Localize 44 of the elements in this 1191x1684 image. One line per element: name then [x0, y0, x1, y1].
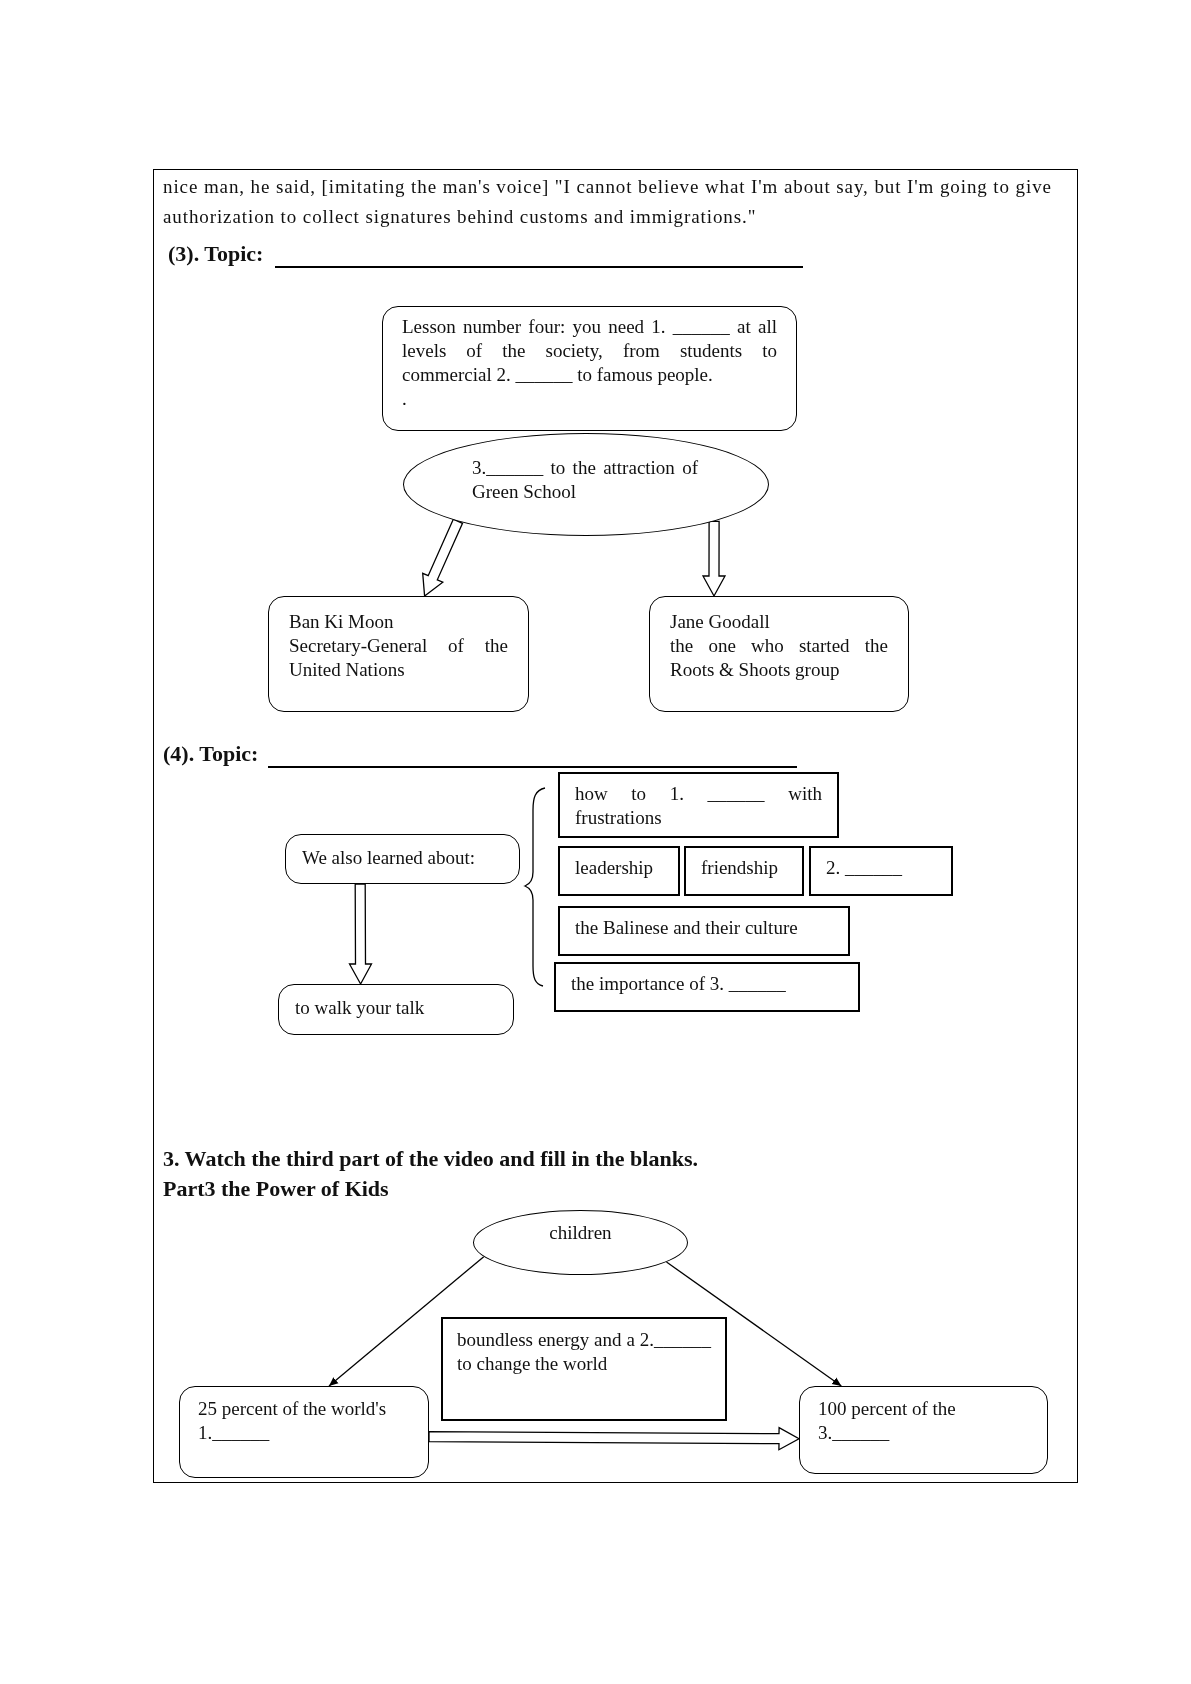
- node-text: the Balinese and their culture: [575, 916, 799, 940]
- node-text: 25 percent of the world's 1.______: [198, 1397, 388, 1446]
- node-text: Jane Goodall: [670, 610, 771, 634]
- node-text: 3.______ to the attraction of Green School: [472, 456, 698, 505]
- block-arrow: [701, 520, 727, 598]
- text-box: [684, 846, 804, 896]
- heading: 3. Watch the third part of the video and fill in the blanks.: [163, 1145, 699, 1173]
- heading: Part3 the Power of Kids: [163, 1175, 390, 1203]
- text-box: [441, 1317, 727, 1421]
- node-text: children: [548, 1221, 613, 1245]
- arrow: [328, 1256, 485, 1387]
- node-text: 100 percent of the 3.______: [818, 1397, 957, 1446]
- node-text: to walk your talk: [295, 996, 426, 1020]
- text-box: [558, 846, 680, 896]
- heading: (4). Topic:: [163, 740, 260, 768]
- node-text: how to 1. ______ with frustrations: [575, 782, 822, 831]
- node-text: Ban Ki Moon: [289, 610, 395, 634]
- node-text: leadership: [575, 856, 655, 880]
- rounded-box: [382, 306, 797, 431]
- node-text: Lesson number four: you need 1. ______ at all levels of the society, from students to commercial 2. ______ to famous people.: [402, 315, 777, 388]
- node-text: friendship: [701, 856, 780, 880]
- text-box: [558, 906, 850, 956]
- arrow: [665, 1261, 842, 1387]
- node-text: boundless energy and a 2.______ to change the world: [457, 1328, 711, 1377]
- block-arrow: [348, 883, 373, 986]
- node-text: the one who started the Roots & Shoots group: [670, 634, 888, 683]
- rounded-box: [278, 984, 514, 1035]
- heading: (3). Topic:: [168, 240, 265, 268]
- node-text: .: [402, 387, 408, 412]
- rounded-box: [179, 1386, 429, 1478]
- text-box: [809, 846, 953, 896]
- rounded-box: [285, 834, 520, 884]
- paragraph: nice man, he said, [imitating the man's voice] "I cannot believe what I'm about say, but I'm going to give authorization to collect signatures behind customs and immigrations.": [163, 175, 1053, 230]
- node-text: We also learned about:: [302, 846, 477, 870]
- text-box: [558, 772, 839, 838]
- node-text: Secretary-General of the United Nations: [289, 634, 508, 683]
- rounded-box: [649, 596, 909, 712]
- text-box: [554, 962, 860, 1012]
- rounded-box: [268, 596, 529, 712]
- node-text: 2. ______: [826, 856, 903, 880]
- block-arrow: [421, 518, 464, 598]
- node-text: the importance of 3. ______: [571, 972, 787, 996]
- rounded-box: [799, 1386, 1048, 1474]
- block-arrow: [428, 1426, 801, 1451]
